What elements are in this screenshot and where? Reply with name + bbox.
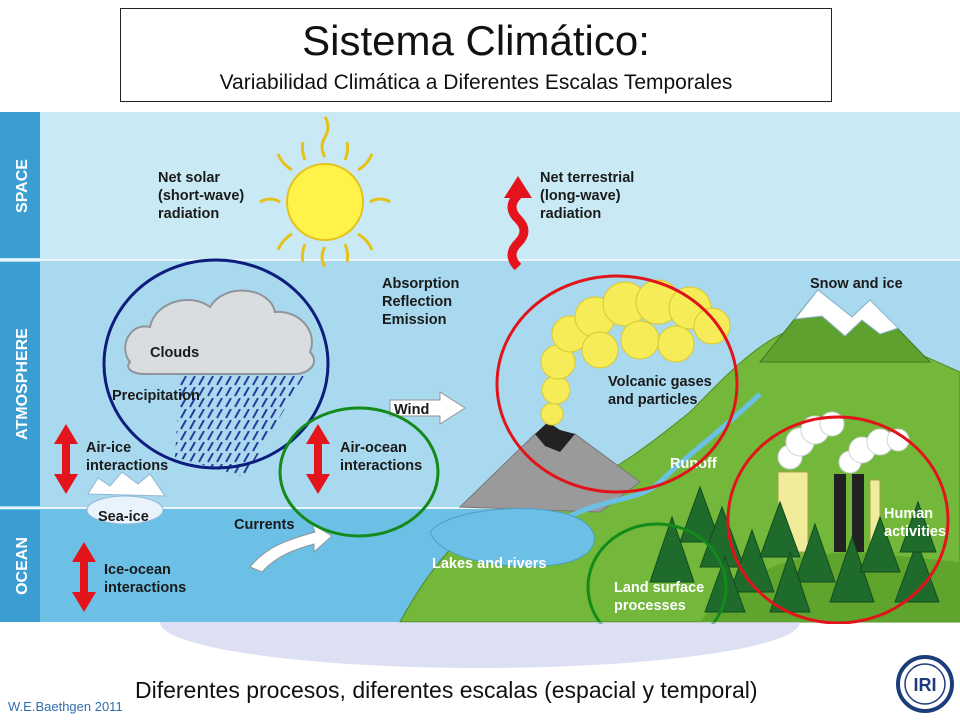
- label-precipitation: Precipitation: [112, 388, 200, 404]
- label-terr-3: radiation: [540, 206, 601, 222]
- side-bar-ocean: [0, 510, 40, 622]
- circle-human-red: [726, 415, 950, 624]
- label-volcanic-2: and particles: [608, 392, 697, 408]
- air-ice-double-arrow: [54, 424, 78, 494]
- label-lakes: Lakes and rivers: [432, 556, 546, 572]
- ice-ocean-double-arrow: [72, 542, 96, 612]
- forest: [649, 485, 940, 613]
- label-iceocean-2: interactions: [104, 580, 186, 596]
- snow-cap: [793, 289, 899, 337]
- river: [553, 392, 762, 527]
- slide-title: Sistema Climático:: [302, 17, 650, 64]
- label-terr-2: (long-wave): [540, 188, 621, 204]
- lake: [429, 508, 595, 567]
- slide-subtitle: Variabilidad Climática a Diferentes Esca…: [219, 71, 733, 94]
- label-snow-ice: Snow and ice: [810, 276, 903, 292]
- footer-caption: Diferentes procesos, diferentes escalas …: [135, 677, 758, 703]
- rain-icon: [175, 374, 305, 477]
- circle-volcano-red: [495, 274, 739, 494]
- label-airice-1: Air-ice: [86, 440, 131, 456]
- background-arc: [160, 622, 800, 668]
- volcano-top: [535, 422, 575, 452]
- label-emission: Emission: [382, 312, 446, 328]
- circle-air-ocean-green: [278, 406, 440, 538]
- side-bar-atmosphere: [0, 262, 40, 506]
- label-human-2: activities: [884, 524, 946, 540]
- band-label-ocean: OCEAN: [14, 537, 31, 595]
- label-solar-2: (short-wave): [158, 188, 244, 204]
- label-land-1: Land surface: [614, 580, 704, 596]
- label-iceocean-1: Ice-ocean: [104, 562, 171, 578]
- title-box: Sistema Climático: Variabilidad Climátic…: [120, 8, 832, 102]
- climate-system-diagram: SPACE ATMOSPHERE OCEAN: [0, 112, 960, 624]
- terrestrial-radiation-arrow: [504, 176, 532, 271]
- label-terr-1: Net terrestrial: [540, 170, 634, 186]
- side-bar-space: [0, 112, 40, 258]
- label-solar-3: radiation: [158, 206, 219, 222]
- label-human-1: Human: [884, 506, 933, 522]
- sea-ice-icon: [86, 471, 166, 525]
- label-volcanic-1: Volcanic gases: [608, 374, 712, 390]
- label-sea-ice: Sea-ice: [98, 509, 149, 525]
- label-airice-2: interactions: [86, 458, 168, 474]
- air-ocean-double-arrow: [306, 424, 330, 494]
- iri-logo-text: IRI: [913, 675, 936, 695]
- label-clouds: Clouds: [150, 345, 199, 361]
- label-airocean-1: Air-ocean: [340, 440, 407, 456]
- label-land-2: processes: [614, 598, 686, 614]
- iri-logo: IRI: [896, 655, 954, 713]
- author-credit: W.E.Baethgen 2011: [8, 699, 123, 714]
- currents-arrow-icon: [249, 522, 333, 573]
- circle-clouds-blue: [102, 258, 330, 470]
- label-currents: Currents: [234, 517, 294, 533]
- label-absorption: Absorption: [382, 276, 459, 292]
- label-solar-1: Net solar: [158, 170, 220, 186]
- sun-icon: [259, 116, 391, 268]
- band-label-atmosphere: ATMOSPHERE: [14, 328, 31, 440]
- label-airocean-2: interactions: [340, 458, 422, 474]
- volcanic-plume: [540, 279, 731, 426]
- label-reflection: Reflection: [382, 294, 452, 310]
- label-wind: Wind: [394, 402, 429, 418]
- label-runoff: Runoff: [670, 456, 717, 472]
- band-label-space: SPACE: [14, 159, 31, 213]
- circle-land-green: [586, 522, 728, 624]
- space-band: [0, 112, 960, 260]
